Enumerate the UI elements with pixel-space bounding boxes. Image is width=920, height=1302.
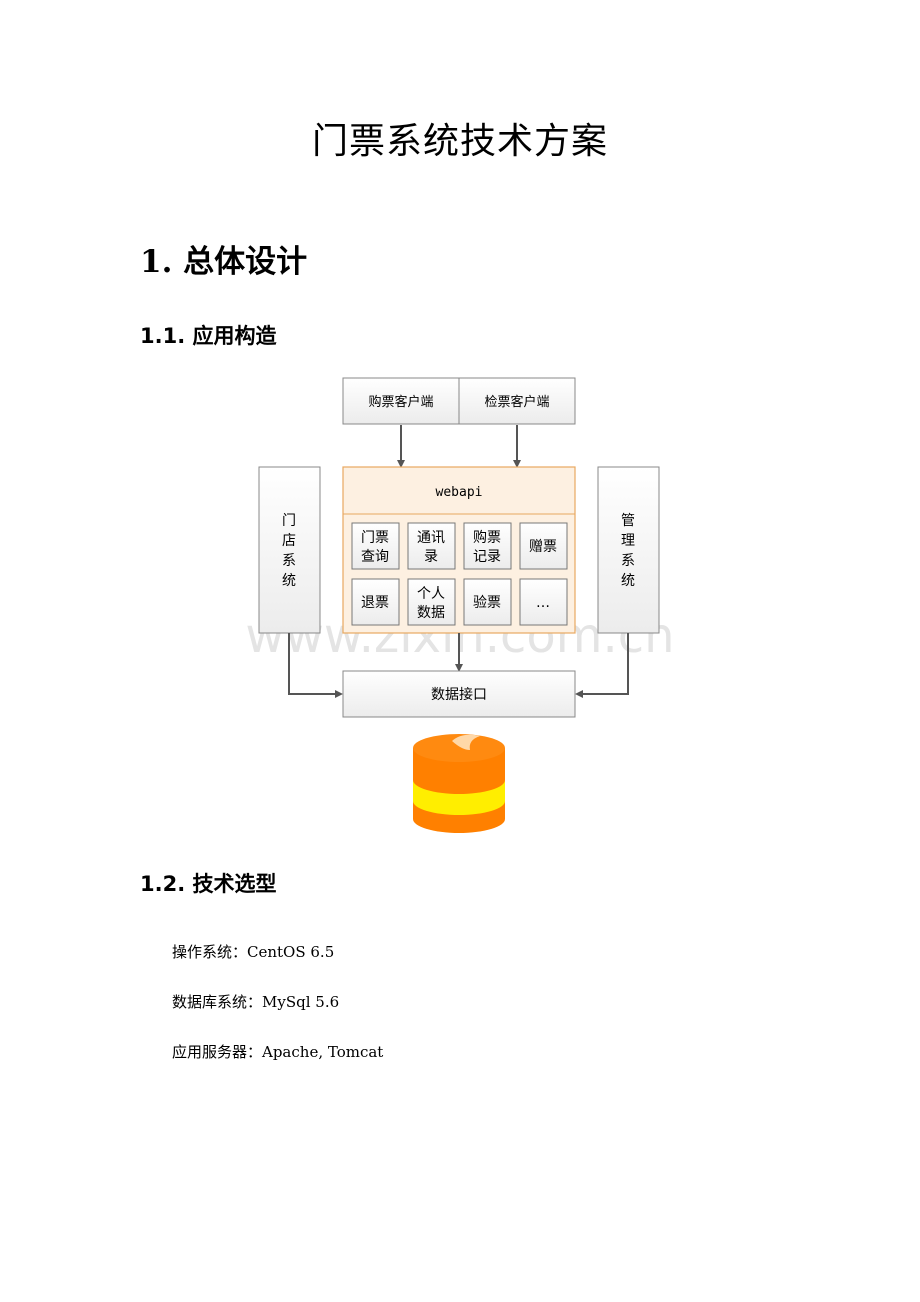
client-buy-box: 购票客户端 [342,377,460,425]
watermark: www.zixin.com.cn [245,608,674,664]
webapi-label: webapi [436,485,483,500]
svg-text:系: 系 [621,553,635,569]
svg-text:统: 统 [282,573,296,589]
module-personal-data: 个人 数据 [407,578,456,626]
svg-text:管: 管 [621,513,635,529]
module-purchase-records: 购票 记录 [463,522,512,570]
client-check-box: 检票客户端 [458,377,576,425]
module-verify-ticket: 验票 [463,578,512,626]
module-contacts: 通讯 录 [407,522,456,570]
svg-text:记录: 记录 [473,549,501,565]
document-title: 门票系统技术方案 [311,121,608,162]
client-buy-label: 购票客户端 [368,394,433,410]
data-interface-label: 数据接口 [431,686,487,703]
svg-text:统: 统 [621,573,635,589]
svg-text:系: 系 [282,553,296,569]
svg-text:…: … [536,595,550,611]
svg-text:购票: 购票 [473,530,501,546]
svg-text:店: 店 [282,533,296,549]
arrow-store-to-data [288,633,343,698]
section-heading-overall-design: 1. 总体设计 [140,244,308,280]
os-line: 操作系统：CentOS 6.5 [172,943,335,961]
section-heading-app-structure: 1.1. 应用构造 [140,324,277,348]
section-heading-tech-selection: 1.2. 技术选型 [140,872,277,896]
svg-text:个人: 个人 [417,586,445,602]
svg-text:查询: 查询 [361,549,389,565]
module-ticket-query: 门票 查询 [351,522,400,570]
svg-text:通讯: 通讯 [417,530,445,546]
app-server-line: 应用服务器：Apache, Tomcat [172,1043,384,1061]
svg-text:门: 门 [282,513,296,529]
database-icon [413,734,505,833]
svg-text:录: 录 [424,549,438,565]
svg-text:赠票: 赠票 [529,539,557,555]
db-line: 数据库系统：MySql 5.6 [172,993,340,1011]
data-interface-box: 数据接口 [342,670,576,718]
client-check-label: 检票客户端 [484,394,549,410]
svg-text:理: 理 [621,533,635,549]
svg-text:退票: 退票 [361,595,389,611]
arrow-admin-to-data [575,633,629,698]
svg-text:验票: 验票 [473,595,501,611]
module-refund: 退票 [351,578,400,626]
module-gift-ticket: 赠票 [519,522,568,570]
webapi-container: webapi [342,466,576,634]
module-more: … [519,578,568,626]
svg-text:数据: 数据 [417,605,445,621]
admin-system-box: 管 理 系 统 [597,466,660,634]
store-system-box: 门 店 系 统 [258,466,321,634]
svg-text:门票: 门票 [361,530,389,546]
